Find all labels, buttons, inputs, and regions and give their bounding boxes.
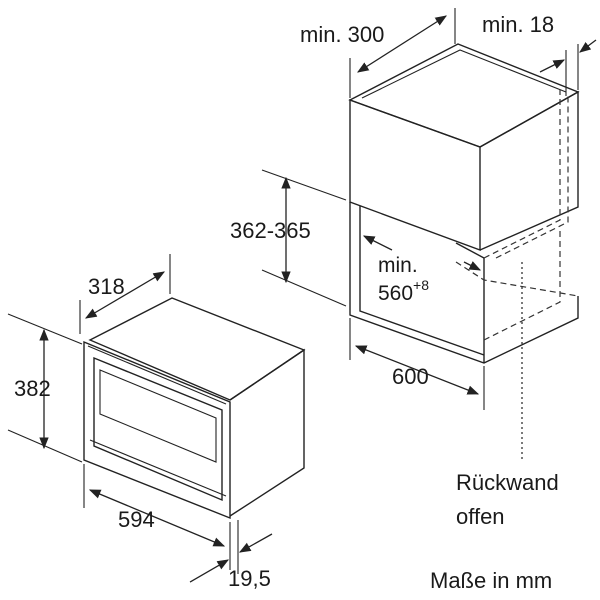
upper-cabinet-side	[479, 90, 579, 251]
dim-device-width: 594	[118, 507, 155, 532]
dim-niche-width: 560+8	[378, 277, 429, 305]
dim-min-18: min. 18	[482, 12, 554, 37]
cabinet-niche: min. 300 min. 18 362-365 min. 560+8 600	[230, 8, 597, 460]
dim-niche-width-base: 560	[378, 282, 413, 305]
appliance-front	[83, 340, 231, 520]
dim-niche-height: 362-365	[230, 218, 311, 243]
upper-cabinet-front	[349, 99, 481, 252]
niche-hidden-edges	[483, 90, 561, 259]
appliance-top	[88, 297, 306, 401]
dim-device-depth: 318	[88, 274, 125, 299]
dim-min-300: min. 300	[300, 22, 384, 47]
dim-front-offset: 19,5	[228, 566, 271, 591]
dim-niche-width-tol: +8	[413, 277, 429, 293]
upper-cabinet-top	[348, 43, 580, 148]
dim-device-height: 382	[14, 376, 51, 401]
units-note: Maße in mm	[430, 568, 552, 593]
appliance-side	[229, 348, 305, 517]
appliance-door-frame	[93, 356, 223, 502]
rear-wall-note-line2: offen	[456, 504, 505, 529]
rear-wall-note-line1: Rückwand	[456, 470, 559, 495]
appliance: 318 382 594 19,5	[7, 254, 306, 591]
appliance-window	[99, 369, 217, 463]
dim-niche-depth: 600	[392, 364, 429, 389]
dim-niche-min-label: min.	[378, 254, 418, 277]
